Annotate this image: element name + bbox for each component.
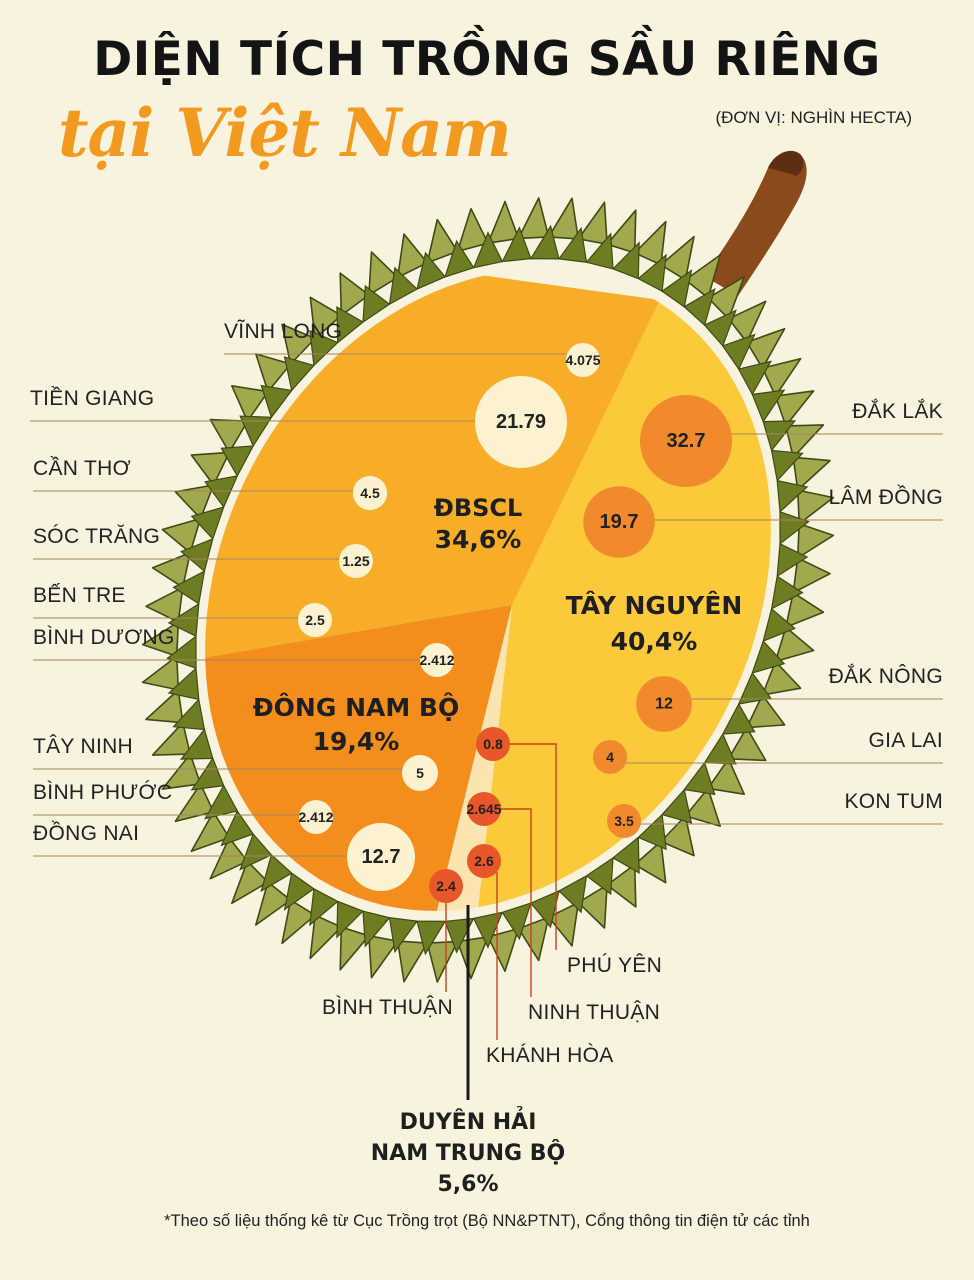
province-label-kon-tum: KON TUM <box>844 790 943 813</box>
bubble-ben-tre <box>298 603 332 637</box>
province-label-lam-dong: LÂM ĐỒNG <box>829 485 943 509</box>
region-dbscl-name: ĐBSCL <box>434 494 523 522</box>
bubble-tien-giang <box>475 376 567 468</box>
husk-spikes <box>141 197 835 983</box>
value-label-dak-nong: 12 <box>655 696 673 713</box>
value-label-binh-phuoc: 2.412 <box>298 809 333 825</box>
province-label-phu-yen: PHÚ YÊN <box>567 954 662 977</box>
province-label-dak-nong: ĐẮK NÔNG <box>829 664 943 688</box>
bubble-soc-trang <box>339 544 373 578</box>
region-duyen-hai-name-line-2: NAM TRUNG BỘ <box>371 1139 565 1166</box>
bubble-binh-duong <box>420 643 454 677</box>
region-dong-nam-bo-share: 19,4% <box>313 727 400 756</box>
bubble-can-tho <box>352 475 388 511</box>
bubble-dak-nong <box>636 676 692 732</box>
value-label-tay-ninh: 5 <box>416 765 424 781</box>
value-label-binh-duong: 2.412 <box>419 652 454 668</box>
bubble-ninh-thuan <box>467 792 501 826</box>
value-label-vinh-long: 4.075 <box>565 352 600 368</box>
value-label-ben-tre: 2.5 <box>305 612 325 628</box>
region-labels: ĐBSCL 34,6% ĐÔNG NAM BỘ 19,4% TÂY NGUYÊN 40,4… <box>253 494 743 1197</box>
chart-subtitle-script: tại Việt Nam <box>58 94 512 172</box>
region-dbscl-share: 34,6% <box>435 525 522 554</box>
region-tay-nguyen-name: TÂY NGUYÊN <box>566 591 743 620</box>
province-label-binh-duong: BÌNH DƯƠNG <box>33 626 175 649</box>
province-label-ninh-thuan: NINH THUẬN <box>528 1001 660 1024</box>
province-label-khanh-hoa: KHÁNH HÒA <box>486 1044 614 1067</box>
bubble-vinh-long <box>566 343 600 377</box>
source-footnote: *Theo số liệu thống kê từ Cục Trồng trọt… <box>164 1212 810 1230</box>
province-label-can-tho: CẦN THƠ <box>33 457 131 480</box>
province-label-gia-lai: GIA LAI <box>869 729 943 752</box>
region-dong-nam-bo-name: ĐÔNG NAM BỘ <box>253 692 460 722</box>
province-label-soc-trang: SÓC TRĂNG <box>33 525 160 548</box>
province-label-ben-tre: BẾN TRE <box>33 584 126 607</box>
unit-note: (ĐƠN VỊ: NGHÌN HECTA) <box>715 108 912 127</box>
bubble-phu-yen <box>476 727 510 761</box>
value-label-soc-trang: 1.25 <box>342 553 369 569</box>
stem-tip <box>768 150 804 176</box>
bubble-binh-thuan <box>429 869 463 903</box>
value-label-phu-yen: 0.8 <box>483 736 503 752</box>
bubble-lam-dong <box>583 486 655 558</box>
leader-phu-yen <box>510 743 557 950</box>
value-label-can-tho: 4.5 <box>360 485 380 501</box>
value-label-ninh-thuan: 2.645 <box>466 801 501 817</box>
province-label-tay-ninh: TÂY NINH <box>33 735 133 758</box>
province-label-vinh-long: VĨNH LONG <box>224 319 342 343</box>
sector-tay-nguyen <box>470 300 771 911</box>
province-bubbles: 4.07521.794.51.252.52.41252.41212.732.71… <box>298 343 732 903</box>
bubble-dak-lak <box>640 395 732 487</box>
value-label-tien-giang: 21.79 <box>496 411 546 433</box>
bubble-kon-tum <box>607 804 641 838</box>
bubble-tay-ninh <box>402 755 438 791</box>
value-label-gia-lai: 4 <box>606 749 614 765</box>
value-label-dak-lak: 32.7 <box>667 430 706 452</box>
province-label-binh-thuan: BÌNH THUẬN <box>322 996 453 1019</box>
value-label-lam-dong: 19.7 <box>600 511 639 533</box>
durian-stem <box>704 150 807 296</box>
bubble-gia-lai <box>593 740 627 774</box>
region-tay-nguyen-share: 40,4% <box>611 627 698 656</box>
province-labels: VĨNH LONG TIỀN GIANG CẦN THƠ SÓC TRĂNG BẾN T… <box>30 319 943 1067</box>
province-label-binh-phuoc: BÌNH PHƯỚC <box>33 781 172 804</box>
bubble-khanh-hoa <box>467 844 501 878</box>
region-duyen-hai-name-line-1: DUYÊN HẢI <box>400 1107 537 1135</box>
province-label-tien-giang: TIỀN GIANG <box>30 387 154 410</box>
value-label-dong-nai: 12.7 <box>362 846 401 868</box>
value-label-binh-thuan: 2.4 <box>436 878 456 894</box>
value-label-khanh-hoa: 2.6 <box>474 853 494 869</box>
bubble-binh-phuoc <box>299 800 333 834</box>
leader-ninh-thuan <box>501 808 532 997</box>
chart-title: DIỆN TÍCH TRỒNG SẦU RIÊNG <box>93 32 881 87</box>
value-label-kon-tum: 3.5 <box>614 813 634 829</box>
stem-shape <box>704 150 807 296</box>
bubble-dong-nai <box>347 823 415 891</box>
region-duyen-hai-share: 5,6% <box>437 1172 498 1197</box>
province-label-dong-nai: ĐỒNG NAI <box>33 821 139 845</box>
province-label-dak-lak: ĐẮK LẮK <box>852 399 943 423</box>
